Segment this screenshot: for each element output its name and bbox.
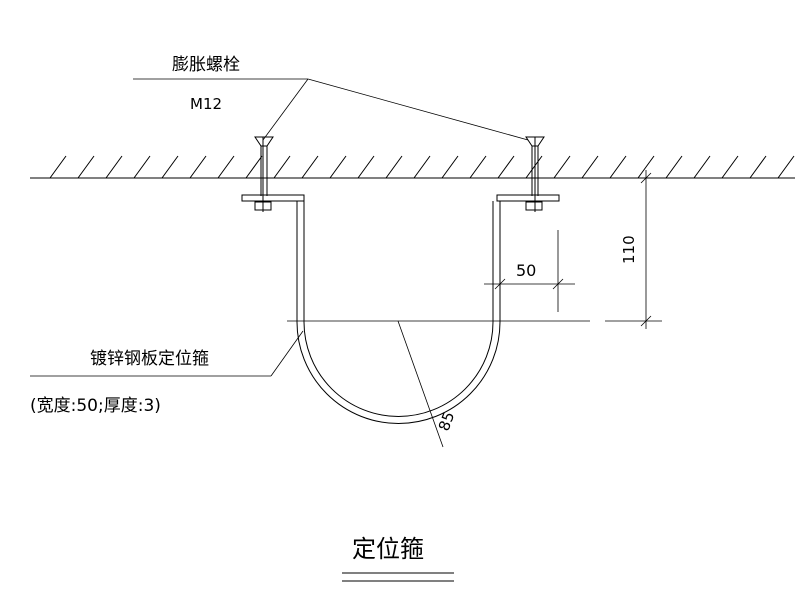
bolt-spec-label: M12	[190, 95, 222, 113]
expansion-bolt-right	[525, 136, 545, 212]
clamp-name-label: 镀锌钢板定位箍	[90, 349, 209, 369]
hatch-line	[189, 155, 207, 179]
height-dimension-text: 110	[620, 235, 638, 264]
hatch-line	[329, 155, 347, 179]
hatch-line	[497, 155, 515, 179]
bolt-name-label: 膨胀螺栓	[172, 55, 240, 75]
hatch-line	[385, 155, 403, 179]
hatch-line	[581, 155, 599, 179]
hatch-line	[77, 155, 95, 179]
hatch-line	[245, 155, 263, 179]
width-dimension	[484, 230, 575, 312]
hatch-line	[637, 155, 655, 179]
hatch-line	[469, 155, 487, 179]
ceiling-surface	[30, 155, 795, 179]
hatch-line	[609, 155, 627, 179]
expansion-bolt-left	[254, 136, 274, 212]
radius-dimension-text: 85	[435, 409, 458, 433]
width-dimension-text: 50	[516, 261, 536, 280]
hatch-line	[273, 155, 291, 179]
hatch-line	[693, 155, 711, 179]
hatch-line	[161, 155, 179, 179]
title-underline	[342, 572, 454, 582]
bolt-callout	[133, 78, 529, 141]
hatch-line	[133, 155, 151, 179]
hatch-line	[441, 155, 459, 179]
hatch-line	[749, 155, 767, 179]
hatch-line	[301, 155, 319, 179]
hatch-line	[217, 155, 235, 179]
hatch-line	[553, 155, 571, 179]
hatch-line	[413, 155, 431, 179]
radius-leader	[397, 320, 444, 448]
hatch-line	[777, 155, 795, 179]
hatch-line	[525, 155, 543, 179]
drawing-title: 定位箍	[352, 535, 424, 563]
clamp-spec-label: (宽度:50;厚度:3)	[30, 396, 161, 416]
clamp-callout	[30, 330, 304, 377]
hatch-line	[49, 155, 67, 179]
height-dimension	[605, 170, 662, 329]
hatch-line	[721, 155, 739, 179]
hatch-line	[665, 155, 683, 179]
positioning-clamp	[241, 194, 560, 424]
hatch-line	[357, 155, 375, 179]
ceiling-hatching	[49, 155, 795, 179]
hatch-line	[105, 155, 123, 179]
